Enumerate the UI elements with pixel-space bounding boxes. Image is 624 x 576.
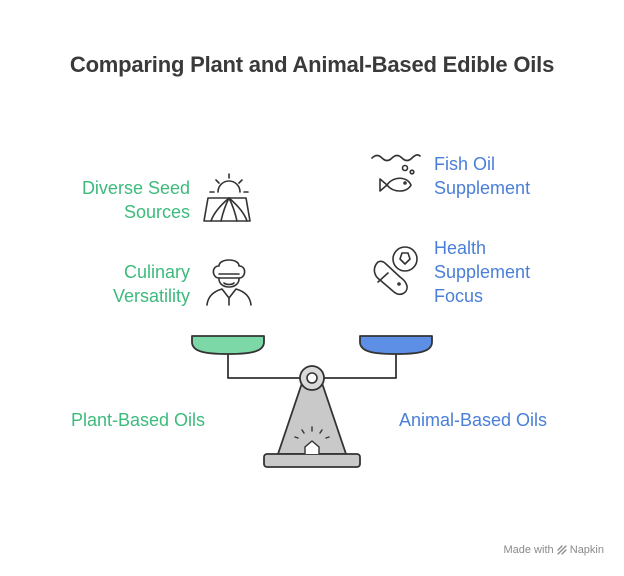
left-pan: [191, 335, 265, 355]
pill-capsule-icon: [373, 246, 418, 295]
footer: Made with Napkin: [503, 544, 604, 556]
plant-based-oils-label: Plant-Based Oils: [71, 410, 206, 430]
scale-foot: [263, 453, 361, 468]
sun-over-field-icon: [203, 173, 251, 222]
animal-based-oils-label: Animal-Based Oils: [399, 410, 548, 430]
scale-beam: [227, 354, 397, 379]
fish-oil-supplement-label: Fish Oil Supplement: [434, 154, 531, 198]
pivot-inner: [306, 372, 318, 384]
right-pan: [359, 335, 433, 355]
napkin-logo-icon: [557, 545, 567, 555]
culinary-versatility-label: Culinary Versatility: [112, 262, 190, 306]
gauge-icon: [294, 426, 330, 455]
page-title: Comparing Plant and Animal-Based Edible …: [69, 52, 555, 77]
fish-in-water-icon: [371, 154, 421, 192]
health-supplement-focus-label: Health Supplement Focus: [434, 238, 531, 306]
diverse-seed-sources-label: Diverse Seed Sources: [81, 178, 190, 222]
chef-icon: [206, 259, 252, 306]
